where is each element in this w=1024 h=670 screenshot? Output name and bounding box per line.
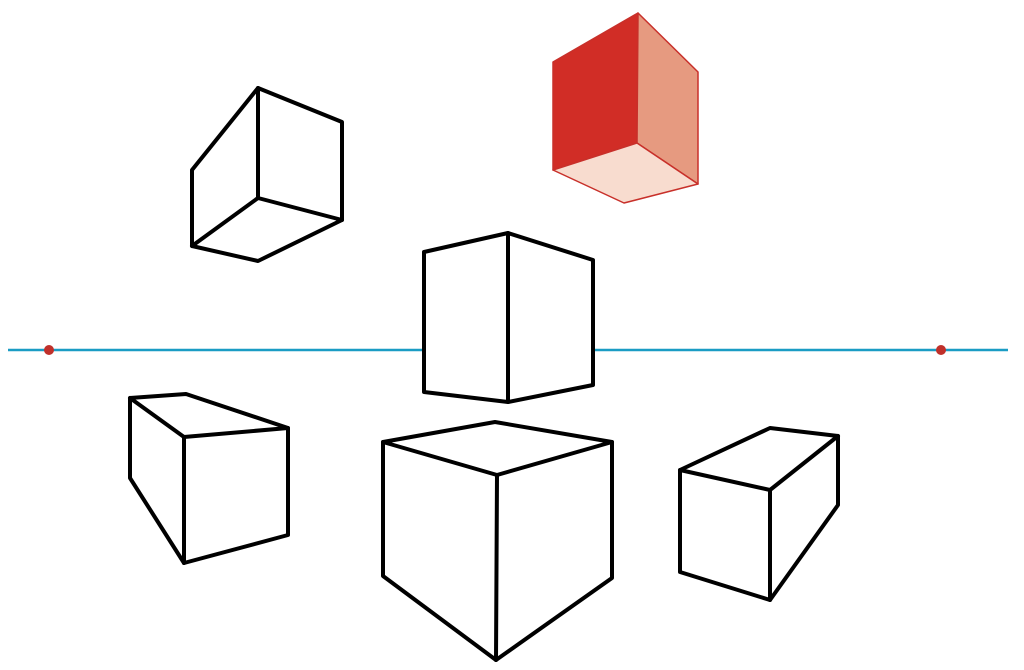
cube-center	[422, 231, 595, 404]
right-vanishing-point	[936, 345, 946, 355]
cube-top-left	[190, 86, 344, 263]
cube-bottom-center	[381, 420, 614, 662]
red-cube-bottom-face	[552, 142, 699, 204]
cube-red-top-right	[552, 12, 699, 204]
left-vanishing-point	[44, 345, 54, 355]
box-bottom-right	[678, 426, 840, 602]
box-bottom-left	[128, 392, 290, 565]
